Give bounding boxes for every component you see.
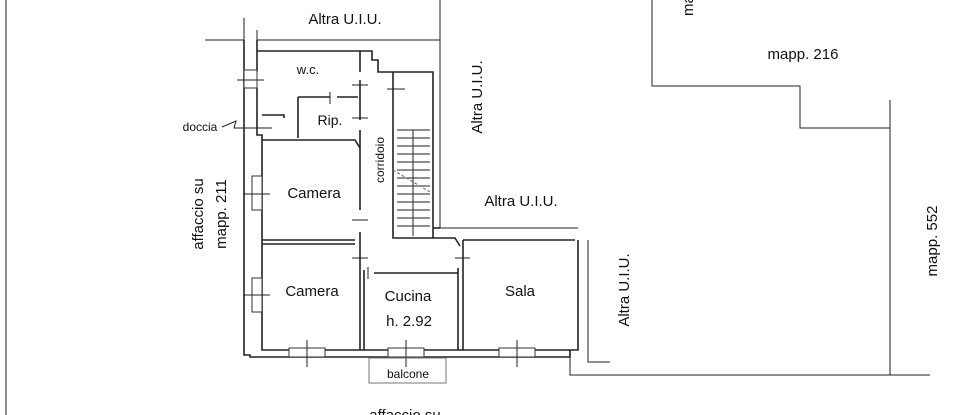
walls	[243, 40, 579, 358]
windows	[237, 69, 536, 367]
label-altra-lower-vertical: Altra U.I.U.	[616, 253, 633, 326]
label-altra-mid: Altra U.I.U.	[484, 193, 557, 210]
label-mapp-top-cut: ma	[680, 0, 697, 16]
doccia-leader	[221, 120, 272, 129]
label-doccia: doccia	[183, 120, 218, 134]
staircase	[392, 129, 431, 236]
label-wc: w.c.	[296, 62, 319, 77]
door-marks	[329, 84, 470, 279]
label-affaccio-left: affaccio su	[190, 178, 207, 249]
label-camera-1: Camera	[287, 185, 341, 202]
label-mapp-211: mapp. 211	[213, 179, 230, 249]
label-corridoio: corridoio	[373, 137, 387, 183]
balcony	[368, 357, 447, 384]
label-affaccio-bottom: affaccio su	[369, 407, 440, 415]
label-mapp-552: mapp. 552	[924, 206, 941, 277]
label-mapp-216: mapp. 216	[768, 46, 839, 63]
label-rip: Rip.	[318, 112, 343, 128]
label-cucina: Cucina	[385, 288, 432, 305]
label-sala: Sala	[505, 283, 536, 300]
label-camera-2: Camera	[285, 283, 339, 300]
label-cucina-height: h. 2.92	[386, 313, 432, 330]
label-balcone: balcone	[387, 367, 429, 381]
label-altra-right-vertical: Altra U.I.U.	[469, 60, 486, 133]
label-altra-top: Altra U.I.U.	[308, 11, 381, 28]
boundary-lines	[205, 0, 930, 376]
